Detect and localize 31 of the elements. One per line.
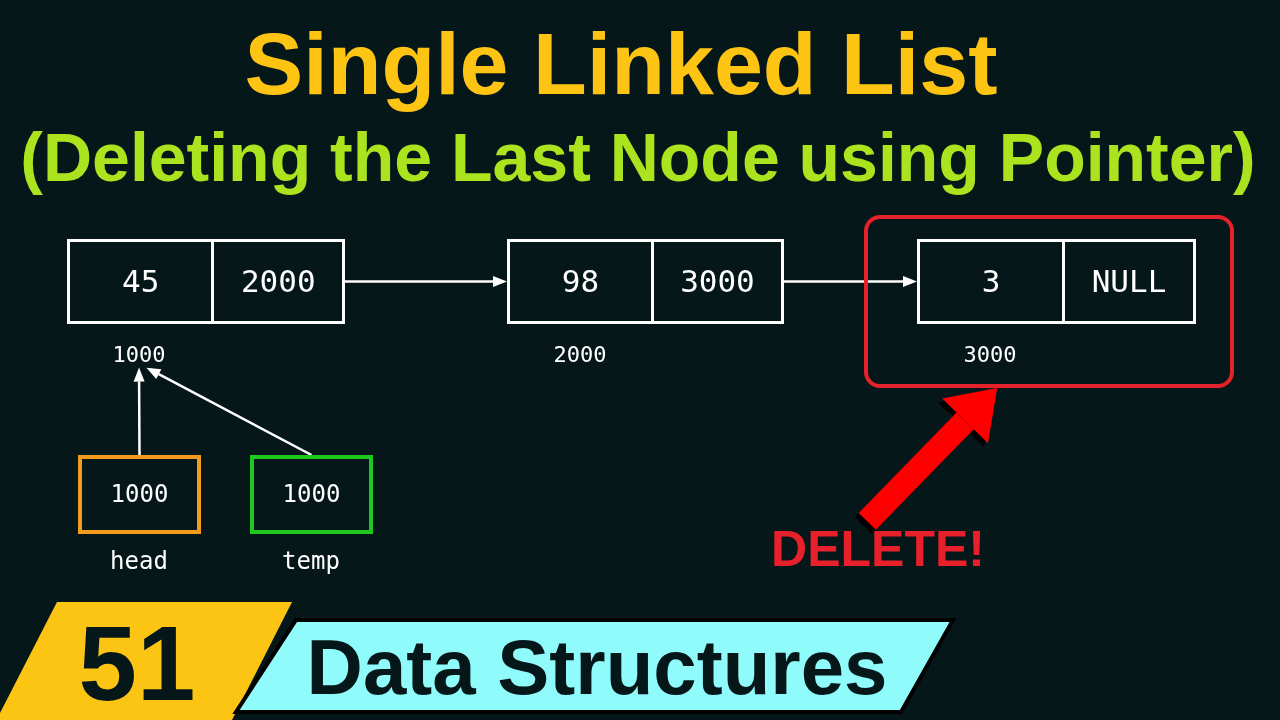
memory-address: 3000 (963, 342, 1017, 368)
list-node (507, 239, 784, 324)
pointer-arrow (858, 387, 998, 530)
list-node (67, 239, 345, 324)
pointer-box (250, 455, 373, 534)
arrow (345, 276, 507, 287)
data-value: 98 (561, 263, 600, 300)
arrow (146, 367, 313, 457)
pointer-box (78, 455, 201, 534)
data-value: 45 (122, 263, 160, 300)
next-address: NULL (1091, 263, 1167, 300)
memory-address: 2000 (553, 342, 607, 368)
pointer-value: 1000 (110, 480, 169, 509)
episode-banner (0, 602, 292, 720)
list-node (917, 239, 1196, 324)
arrow (784, 276, 917, 287)
series-title: Data Structures (306, 625, 888, 711)
pointer-value: 1000 (282, 480, 341, 509)
series-banner (232, 617, 957, 715)
variable-name: temp (282, 548, 340, 576)
variable-name: head (110, 548, 168, 576)
highlight-box (864, 215, 1234, 388)
next-address: 2000 (240, 263, 316, 300)
arrow (133, 367, 145, 455)
data-value: 3 (981, 263, 1001, 300)
title: Single Linked List (244, 14, 998, 114)
delete-label: DELETE! (771, 521, 985, 579)
subtitle: (Deleting the Last Node using Pointer) (20, 118, 1256, 197)
memory-address: 1000 (112, 342, 166, 368)
episode-number: 51 (78, 606, 196, 720)
next-address: 3000 (680, 263, 755, 300)
